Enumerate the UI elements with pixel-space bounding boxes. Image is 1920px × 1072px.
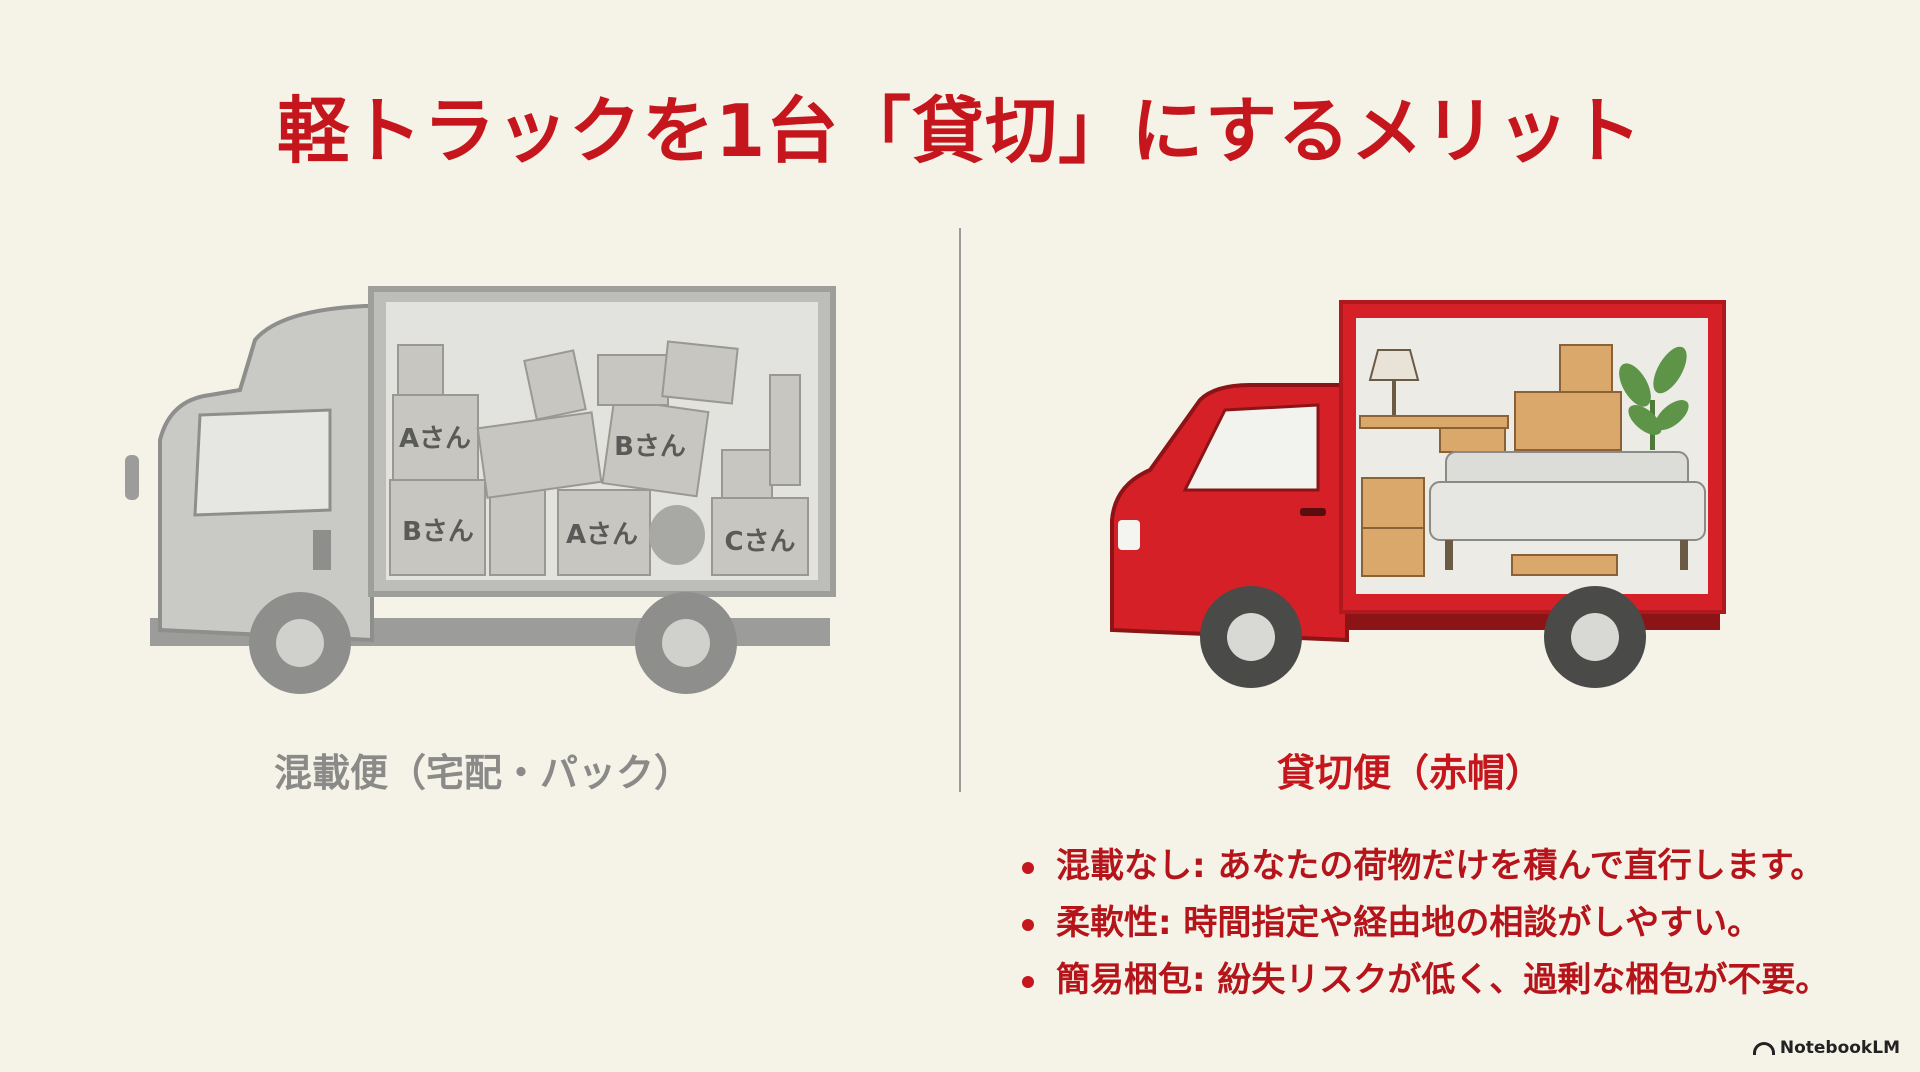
bullet-icon — [1022, 918, 1034, 931]
bullet-text: 混載なし: あなたの荷物だけを積んで直行します。 — [1056, 846, 1825, 886]
list-item: 簡易梱包: 紛失リスクが低く、過剰な梱包が不要。 — [1022, 952, 1829, 1009]
page-title: 軽トラックを1台「貸切」にするメリット — [277, 89, 1643, 173]
bullet-text: 簡易梱包: 紛失リスクが低く、過剰な梱包が不要。 — [1056, 960, 1830, 1000]
list-item: 柔軟性: 時間指定や経由地の相談がしやすい。 — [1022, 895, 1829, 952]
watermark-text: NotebookLM — [1779, 1038, 1900, 1058]
merit-list: 混載なし: あなたの荷物だけを積んで直行します。 柔軟性: 時間指定や経由地の相… — [1022, 838, 1829, 1009]
box-label: Aさん — [566, 520, 638, 550]
charter-label: 貸切便（赤帽） — [1276, 751, 1543, 795]
notebooklm-watermark: NotebookLM — [1752, 1038, 1900, 1058]
box-label: Bさん — [402, 517, 474, 547]
bullet-icon — [1022, 975, 1034, 988]
bullet-text: 柔軟性: 時間指定や経由地の相談がしやすい。 — [1056, 903, 1762, 943]
divider — [959, 228, 961, 792]
charter-truck-illustration — [1110, 300, 1726, 688]
list-item: 混載なし: あなたの荷物だけを積んで直行します。 — [1022, 838, 1829, 895]
box-label: Bさん — [614, 432, 686, 462]
box-label: Cさん — [724, 527, 795, 557]
mixed-load-label: 混載便（宅配・パック） — [273, 751, 692, 795]
mixed-load-truck-illustration: Aさん Bさん Bさん Aさん Cさん — [125, 286, 836, 694]
notebooklm-logo-icon — [1752, 1041, 1775, 1055]
bullet-icon — [1022, 861, 1034, 874]
box-label: Aさん — [399, 424, 471, 454]
